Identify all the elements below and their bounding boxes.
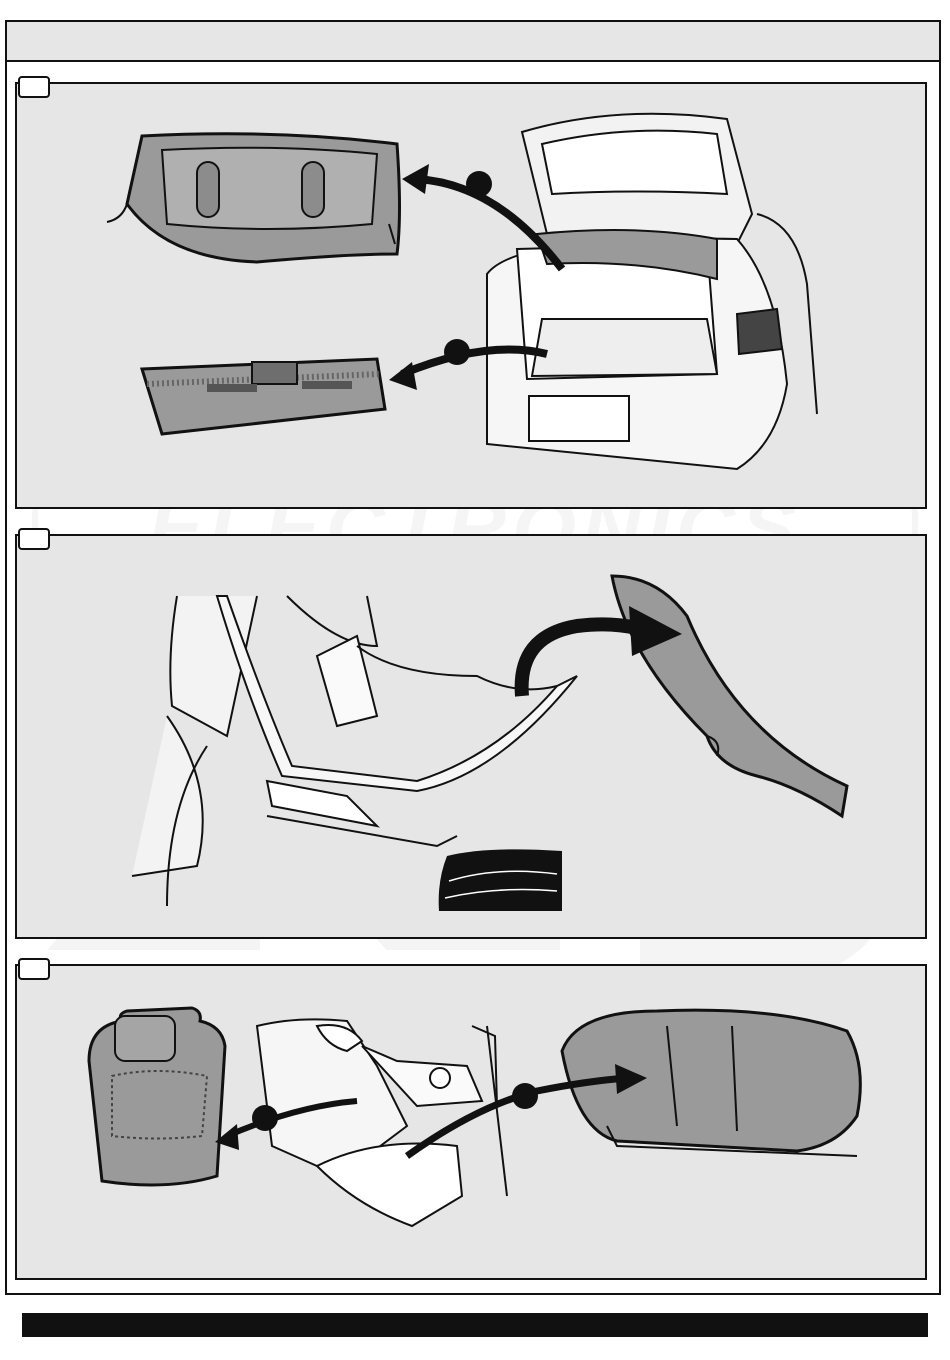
step-1-panel [15,82,927,509]
boot-sill-trim-part [142,359,385,434]
step-1-marker-b [444,339,470,365]
step-2-tab [18,528,50,550]
seat-cushion-black [439,849,562,911]
rear-seat-interior-illustration [257,1019,507,1226]
step-3-marker-a [252,1105,278,1131]
footer-bar [22,1313,928,1337]
step-3-tab [18,958,50,980]
step-3-marker-b [512,1083,538,1109]
step-1-tab [18,76,50,98]
c-pillar-trim-part [612,576,847,816]
step-1-marker-a [466,171,492,197]
header-bar [7,22,939,62]
seat-backrest-part [89,1008,225,1185]
step-2-panel [15,534,927,939]
car-rear-illustration [487,114,817,469]
step-3-panel [15,964,927,1280]
parcel-shelf-part [107,134,400,262]
